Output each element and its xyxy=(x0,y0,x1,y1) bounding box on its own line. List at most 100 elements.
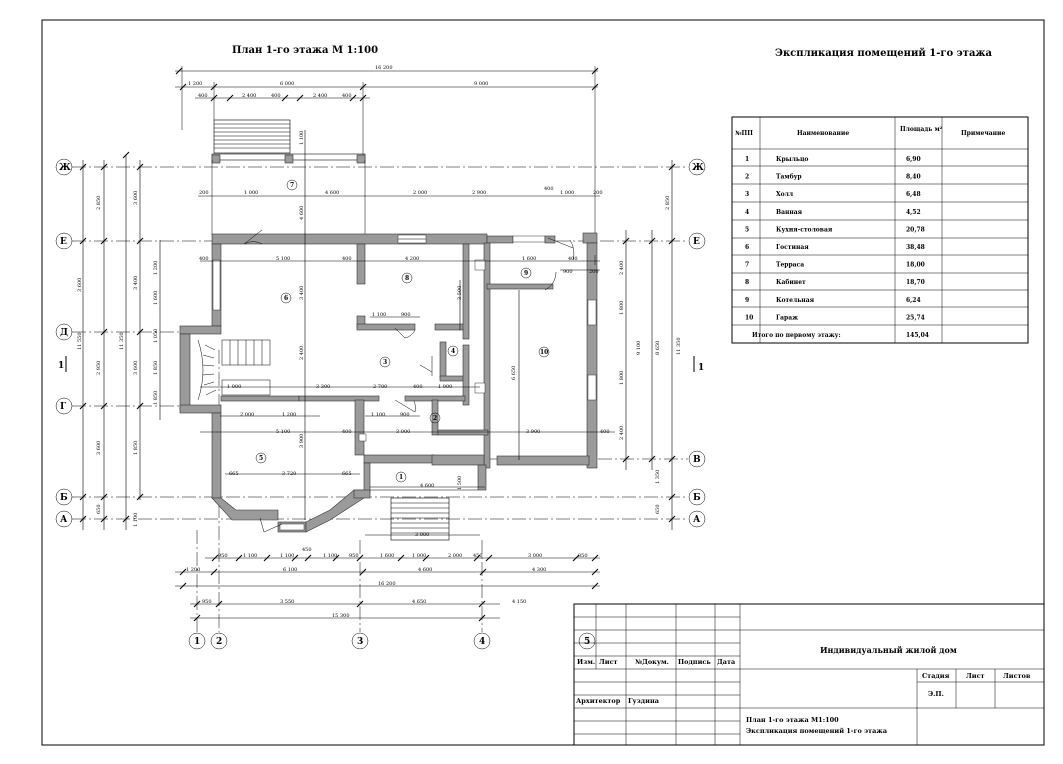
room-number-5: 5 xyxy=(259,455,263,462)
tbl-header-area-text: Площадь м² xyxy=(900,126,943,133)
dim-in-14: 400 xyxy=(568,256,578,262)
dim-left-9: 1 850 xyxy=(153,391,159,405)
dim-bot-r1-4: 1 100 xyxy=(323,553,337,559)
tbl-row-6-col-0: 6 xyxy=(745,244,749,251)
dim-bot-r1-6: 1 600 xyxy=(380,553,394,559)
tbl-row-10-col-1: Гараж xyxy=(776,314,798,321)
dim-in-52: 1 100 xyxy=(299,131,305,145)
dim-in-39: 6 650 xyxy=(511,366,517,380)
dim-right-5: 9 100 xyxy=(636,341,642,355)
axis-label-v-right: В xyxy=(693,455,701,465)
dim-top-r2-2: 9 000 xyxy=(474,81,488,87)
dim-in-18: 900 xyxy=(401,312,411,318)
explication-table: №ПП Наименование Площадь м² Примечание xyxy=(731,116,1029,344)
tbl-row-3-col-2: 6,48 xyxy=(906,191,921,198)
tbl-row-10-col-2: 25,74 xyxy=(906,314,925,321)
room-number-6: 6 xyxy=(284,295,288,302)
tbl-row-6-col-1: Гостиная xyxy=(776,244,809,251)
dim-right-1: 2 400 xyxy=(619,261,625,275)
dim-bot-r4-2: 4 650 xyxy=(412,599,426,605)
dim-in-28: 900 xyxy=(400,412,410,418)
room-number-8: 8 xyxy=(405,275,409,282)
dim-right-4: 2 400 xyxy=(619,426,625,440)
tbl-header-area: Площадь м² xyxy=(900,126,943,133)
dim-left-14: 11 550 xyxy=(77,333,83,351)
dim-bot-overall: 16 200 xyxy=(378,581,396,587)
top-dimensions: 16 200 1 200 6 000 9 000 400 2 400 400 2… xyxy=(175,65,599,235)
stamp-col-list: Лист xyxy=(599,658,618,666)
tbl-header-note: Примечание xyxy=(961,130,1005,137)
tbl-row-4-col-1: Ванная xyxy=(776,209,803,216)
dim-left-0: 2 850 xyxy=(96,196,102,210)
dim-left-5: 3 400 xyxy=(133,276,139,290)
dim-in-9: 5 100 xyxy=(276,256,290,262)
stamp-sheet-header: Лист xyxy=(966,672,985,680)
dim-in-22: 3 300 xyxy=(316,384,330,390)
internal-dim-lines xyxy=(198,130,615,536)
dim-in-27: 1 100 xyxy=(371,412,385,418)
dim-in-42: 665 xyxy=(342,471,352,477)
dim-in-5: 400 xyxy=(544,186,554,192)
dim-in-1: 1 000 xyxy=(244,190,258,196)
tbl-row-7-col-0: 7 xyxy=(745,262,749,269)
plan-title: План 1-го этажа М 1:100 xyxy=(232,45,378,56)
tbl-row-7-col-1: Терраса xyxy=(776,262,804,269)
room-number-10: 10 xyxy=(540,349,548,356)
tbl-row-1-col-0: 1 xyxy=(745,156,749,163)
tbl-row-3-col-1: Холл xyxy=(776,191,794,198)
dim-bot-r2-3: 4 300 xyxy=(532,567,546,573)
tbl-row-2-col-0: 2 xyxy=(745,174,749,181)
tbl-row-2-col-1: Тамбур xyxy=(776,174,802,181)
dim-bot-r1-7: 1 000 xyxy=(412,553,426,559)
dim-left-3: 2 950 xyxy=(96,361,102,375)
dim-in-43: 4 600 xyxy=(420,483,434,489)
dim-bot-r1-10: 3 000 xyxy=(528,553,542,559)
dim-in-36: 2 000 xyxy=(240,412,254,418)
tbl-row-6-col-2: 38,48 xyxy=(906,244,925,251)
room-number-3: 3 xyxy=(383,359,387,366)
bottom-dimensions: 950 1 100 1 100 450 1 100 950 1 600 1 00… xyxy=(175,547,600,622)
axis-label-e-right: Е xyxy=(693,237,700,247)
dim-bot-r2-2: 4 600 xyxy=(418,567,432,573)
dim-right-0: 2 850 xyxy=(665,196,671,210)
porch-steps xyxy=(370,489,478,541)
dim-top-r3-3: 2 400 xyxy=(313,93,327,99)
dim-left-15: 11 350 xyxy=(119,333,125,351)
stamp-architect-label: Архитектор xyxy=(576,697,621,705)
tbl-row-4-col-0: 4 xyxy=(745,209,749,216)
dim-in-40: 665 xyxy=(229,471,239,477)
axis-label-g-left: Г xyxy=(60,402,67,412)
section-mark-left: 1 xyxy=(58,361,64,371)
axis-label-4: 4 xyxy=(479,637,485,647)
dim-in-19: 3 500 xyxy=(457,286,463,300)
axis-label-b-right: Б xyxy=(693,493,701,503)
dim-left-1: 3 600 xyxy=(77,278,83,292)
dim-left-16: 1 100 xyxy=(133,513,139,527)
stamp-stage: Э.П. xyxy=(928,690,944,698)
axis-label-3: 3 xyxy=(357,637,363,647)
dim-left-4: 3 600 xyxy=(96,441,102,455)
dim-left-11: 1 200 xyxy=(153,261,159,275)
explication-title: Экспликация помещений 1-го этажа xyxy=(775,48,993,59)
dim-bot-overall2: 15 300 xyxy=(332,613,350,619)
tbl-row-1-col-2: 6,90 xyxy=(906,156,921,163)
dim-top-r3-0: 400 xyxy=(198,93,208,99)
room-numbers: 1 2 3 4 5 6 7 8 9 10 xyxy=(255,179,550,483)
axis-bubbles-right: Ж Е В Б А xyxy=(688,158,706,528)
internal-dimension-texts: 200 1 000 4 600 2 000 2 900 400 1 000 20… xyxy=(199,131,610,538)
room-number-9: 9 xyxy=(524,270,528,277)
tbl-row-1-col-1: Крыльцо xyxy=(776,156,808,163)
section-mark-right: 1 xyxy=(698,363,704,373)
dim-left-7: 1 850 xyxy=(133,441,139,455)
axis-label-zh-left: Ж xyxy=(59,163,71,173)
dim-bot-r4-0: 950 xyxy=(202,599,212,605)
tbl-row-3-col-0: 3 xyxy=(745,191,749,198)
room-number-4: 4 xyxy=(451,348,455,355)
dim-bot-r1-5: 950 xyxy=(349,553,359,559)
stamp-sheet-desc-1: План 1-го этажа М1:100 xyxy=(746,716,839,724)
dim-in-29: 3 900 xyxy=(526,429,540,435)
left-dimensions: 2 850 3 600 2 950 3 600 11 550 11 350 3 … xyxy=(58,151,161,530)
axis-label-e-left: Е xyxy=(60,237,67,247)
